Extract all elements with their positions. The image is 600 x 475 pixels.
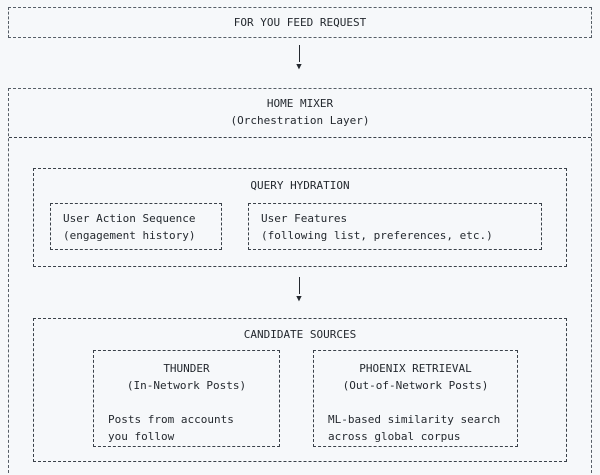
for-you-feed-request-label: FOR YOU FEED REQUEST xyxy=(233,16,367,29)
user-action-sequence-label: User Action Sequence xyxy=(63,212,196,225)
thunder-box: THUNDER (In-Network Posts) Posts from ac… xyxy=(93,350,280,447)
arrow-line xyxy=(298,45,300,62)
phoenix-retrieval-box: PHOENIX RETRIEVAL (Out-of-Network Posts)… xyxy=(313,350,518,447)
phoenix-retrieval-description: ML-based similarity search across global… xyxy=(314,411,517,445)
user-action-sequence-box: User Action Sequence (engagement history… xyxy=(50,203,222,250)
thunder-description-line-1: Posts from accounts xyxy=(108,413,234,426)
arrow-down-icon: ▼ xyxy=(296,62,302,72)
user-features-label: User Features xyxy=(261,212,348,225)
home-mixer-title: HOME MIXER xyxy=(266,97,334,110)
thunder-type: (In-Network Posts) xyxy=(126,379,247,392)
thunder-description-line-2: you follow xyxy=(108,430,175,443)
query-hydration-title: QUERY HYDRATION xyxy=(250,179,350,192)
user-features-box: User Features (following list, preferenc… xyxy=(248,203,542,250)
arrow-down-icon: ▼ xyxy=(296,294,302,304)
arrow-line xyxy=(298,277,300,294)
query-hydration-box: QUERY HYDRATION User Action Sequence (en… xyxy=(33,168,567,267)
for-you-feed-request-box: FOR YOU FEED REQUEST xyxy=(8,7,592,38)
home-mixer-header: HOME MIXER (Orchestration Layer) xyxy=(9,89,591,138)
thunder-title: THUNDER xyxy=(163,362,210,375)
phoenix-retrieval-type: (Out-of-Network Posts) xyxy=(342,379,489,392)
flow-arrow-request-to-mixer: ▼ xyxy=(291,45,307,72)
user-features-sublabel: (following list, preferences, etc.) xyxy=(261,229,493,242)
phoenix-retrieval-title: PHOENIX RETRIEVAL xyxy=(359,362,472,375)
flow-arrow-hydration-to-sources: ▼ xyxy=(291,277,307,304)
user-action-sequence-sublabel: (engagement history) xyxy=(63,229,196,242)
phoenix-retrieval-description-line-1: ML-based similarity search xyxy=(328,413,501,426)
home-mixer-box: HOME MIXER (Orchestration Layer) QUERY H… xyxy=(8,88,592,475)
candidate-sources-box: CANDIDATE SOURCES THUNDER (In-Network Po… xyxy=(33,318,567,462)
thunder-description: Posts from accounts you follow xyxy=(94,411,279,445)
home-mixer-subtitle: (Orchestration Layer) xyxy=(230,114,370,127)
candidate-sources-title: CANDIDATE SOURCES xyxy=(243,328,357,341)
phoenix-retrieval-description-line-2: across global corpus xyxy=(328,430,461,443)
